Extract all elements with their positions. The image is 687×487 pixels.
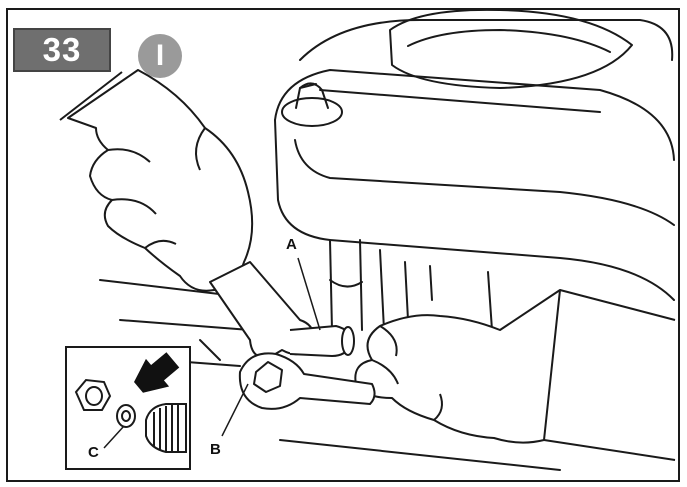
fitting-icon bbox=[145, 403, 187, 453]
callout-label-b: B bbox=[210, 441, 221, 458]
left-hand-illustration bbox=[59, 69, 254, 292]
callout-label-c: C bbox=[88, 444, 99, 461]
language-badge: I bbox=[138, 34, 182, 78]
callout-label-a: A bbox=[286, 236, 297, 253]
step-number-badge: 33 bbox=[13, 28, 111, 72]
lower-wrench-illustration bbox=[238, 352, 376, 410]
detail-inset bbox=[65, 346, 191, 470]
right-hand-illustration bbox=[354, 289, 676, 461]
washer-icon bbox=[116, 404, 136, 428]
upper-wrench-illustration bbox=[209, 261, 355, 359]
direction-arrow-icon bbox=[134, 352, 180, 393]
instruction-panel bbox=[6, 8, 680, 482]
nut-icon bbox=[74, 378, 112, 411]
